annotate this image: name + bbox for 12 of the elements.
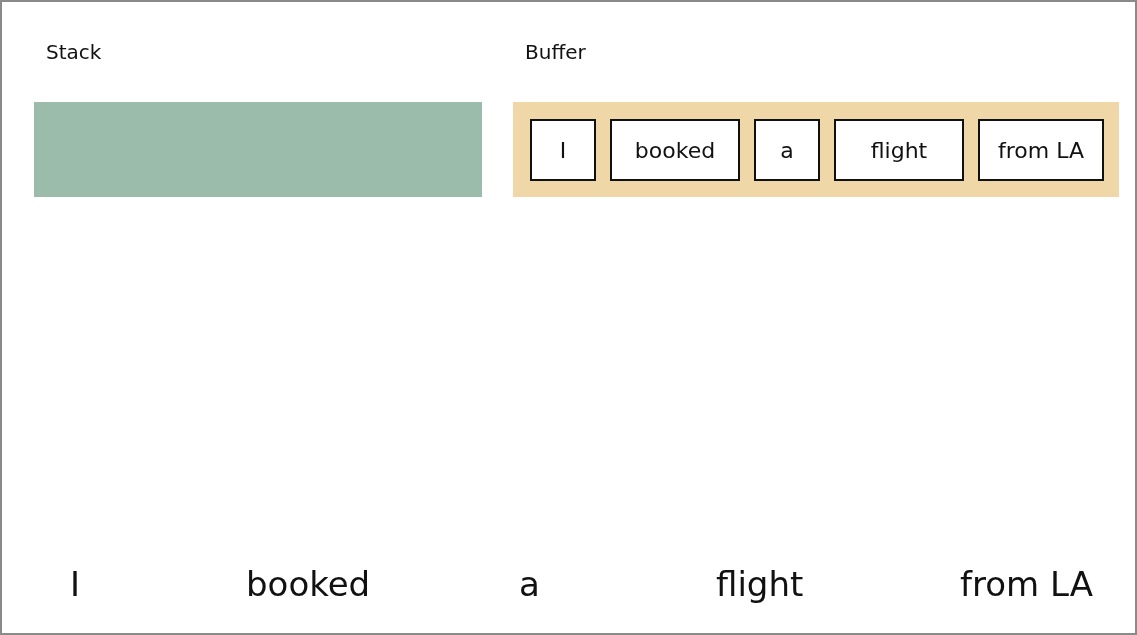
token-box: I — [530, 119, 596, 181]
sentence-word: booked — [246, 564, 371, 604]
heading: Stack — [46, 40, 102, 64]
sentence-word: I — [70, 564, 81, 604]
token-box: booked — [610, 119, 740, 181]
token-box: a — [754, 119, 820, 181]
heading: Buffer — [525, 40, 586, 64]
sentence-word: a — [519, 564, 540, 604]
sentence-word: from LA — [960, 564, 1093, 604]
token-box: flight — [834, 119, 964, 181]
sentence-word: flight — [716, 564, 804, 604]
token-box: from LA — [978, 119, 1104, 181]
